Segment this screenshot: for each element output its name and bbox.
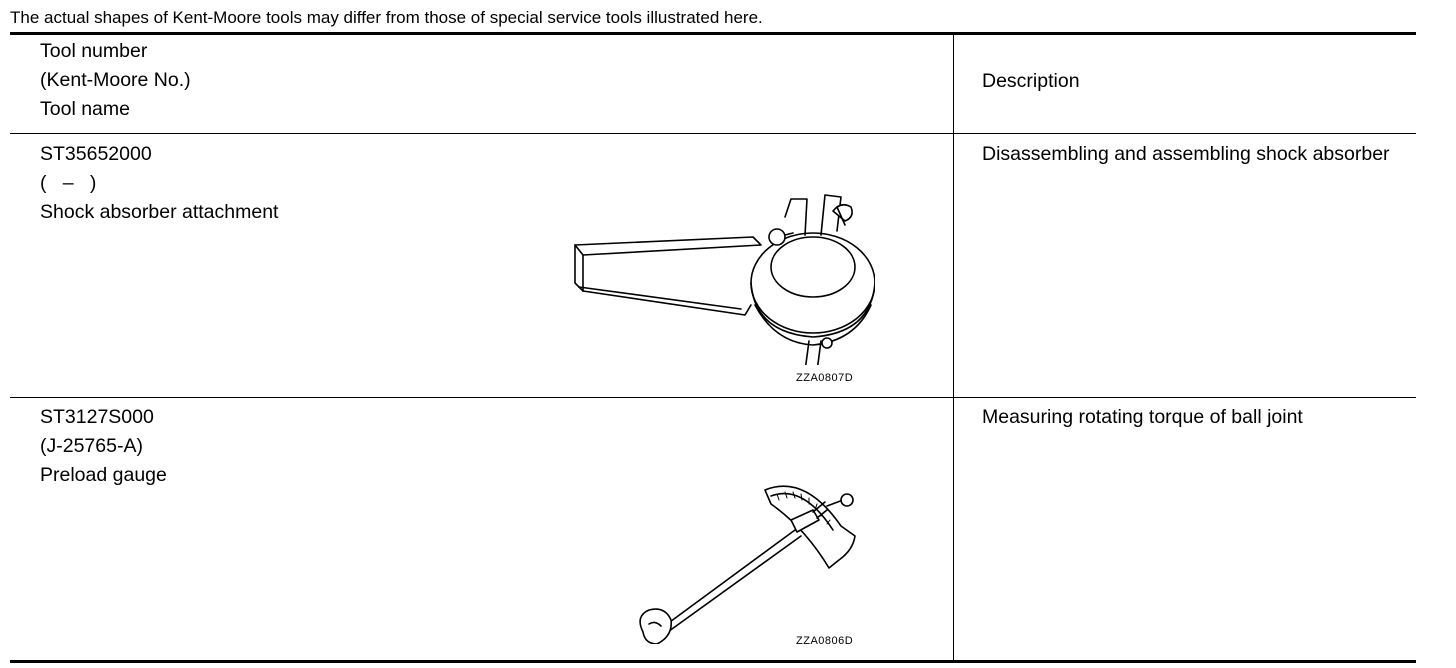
row-2-tool-cell: ST3127S000 (J-25765-A) Preload gauge xyxy=(40,403,167,490)
row-2-tool-number: ST3127S000 xyxy=(40,406,154,428)
special-service-tools-table: Tool number (Kent-Moore No.) Tool name D… xyxy=(10,32,1416,663)
header-tool-cell: Tool number (Kent-Moore No.) Tool name xyxy=(40,37,191,124)
table-top-rule xyxy=(10,32,1416,35)
intro-note: The actual shapes of Kent-Moore tools ma… xyxy=(10,8,763,27)
row-1-kent-moore-number: ( – ) xyxy=(40,172,97,194)
header-description: Description xyxy=(982,70,1080,92)
row-2-kent-moore-number: (J-25765-A) xyxy=(40,435,143,457)
preload-gauge-illustration xyxy=(639,485,856,644)
header-kent-moore: (Kent-Moore No.) xyxy=(40,69,191,91)
row-1-tool-cell: ST35652000 ( – ) Shock absorber attachme… xyxy=(40,140,278,227)
row-2-tool-name: Preload gauge xyxy=(40,464,167,486)
row-1-tool-number: ST35652000 xyxy=(40,143,152,165)
header-bottom-rule xyxy=(10,133,1416,134)
column-divider xyxy=(953,32,954,663)
row-2-figure-code: ZZA0806D xyxy=(796,635,854,647)
row-2-description: Measuring rotating torque of ball joint xyxy=(982,406,1303,428)
row-1-tool-name: Shock absorber attachment xyxy=(40,201,279,223)
row-1-description: Disassembling and assembling shock absor… xyxy=(982,143,1390,165)
table-bottom-rule xyxy=(10,660,1416,663)
row-divider-rule xyxy=(10,397,1416,398)
shock-absorber-attachment-illustration xyxy=(574,194,875,365)
header-tool-name: Tool name xyxy=(40,98,130,120)
row-1-figure-code: ZZA0807D xyxy=(796,372,854,384)
header-tool-number: Tool number xyxy=(40,40,148,62)
